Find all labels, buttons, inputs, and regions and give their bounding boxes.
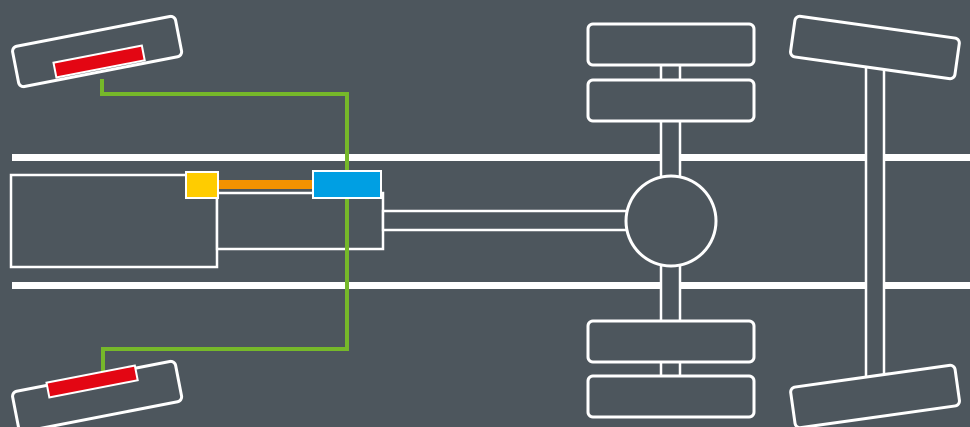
differential <box>624 174 718 268</box>
link-orange <box>218 180 313 189</box>
rear-tag-axle <box>864 53 886 382</box>
engine-block <box>9 173 219 269</box>
frame-rail-top <box>12 154 970 161</box>
drive-shaft <box>381 209 630 232</box>
wire-green-bottom <box>101 198 349 373</box>
tag-wheel-top <box>789 14 961 81</box>
gearbox <box>215 191 385 251</box>
rear-wheel-top-outer <box>586 22 756 67</box>
frame-rail-bottom <box>12 282 970 289</box>
rear-wheel-bottom-outer <box>586 374 756 419</box>
rear-wheel-top-inner <box>586 78 756 123</box>
sensor-red-bottom <box>45 364 139 399</box>
module-blue <box>312 170 382 199</box>
wire-green-top <box>100 79 349 171</box>
sensor-red-top <box>52 44 146 79</box>
tag-wheel-bottom <box>789 363 961 427</box>
rear-wheel-bottom-inner <box>586 319 756 364</box>
module-yellow <box>185 171 219 199</box>
